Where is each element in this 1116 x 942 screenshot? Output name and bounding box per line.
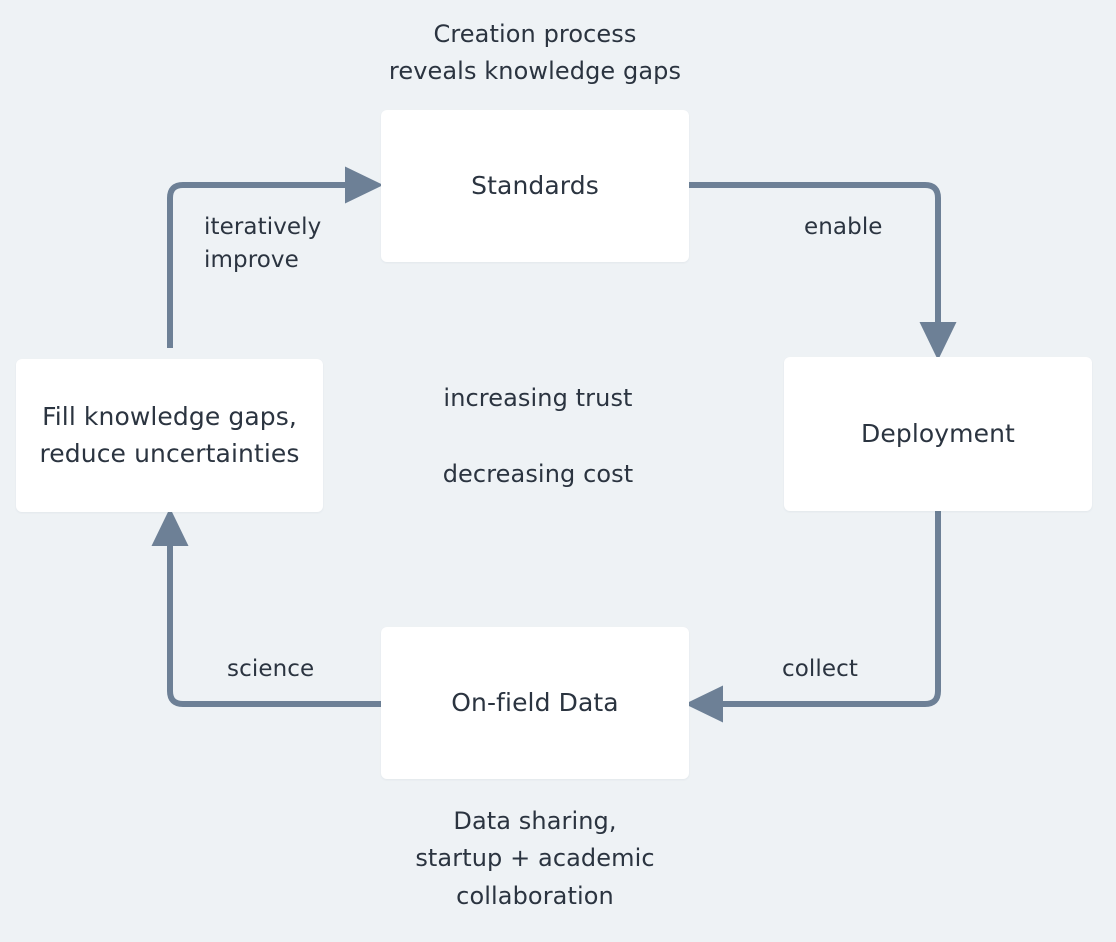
annotation-creation-process: Creation process reveals knowledge gaps <box>388 20 682 86</box>
edge-label-iteratively-improve: iteratively improve <box>204 214 322 273</box>
edge-label-science: science <box>227 656 315 682</box>
edge-path-standards-to-deployment <box>689 182 957 361</box>
edge-label-enable: enable <box>804 214 883 240</box>
edge-path-deployment-to-onfield <box>684 511 941 723</box>
node-deployment-label: Deployment <box>861 418 1015 448</box>
node-deployment[interactable]: Deployment <box>784 357 1092 511</box>
center-note-decreasing-cost: decreasing cost <box>442 460 634 488</box>
node-on-field-data[interactable]: On-field Data <box>381 627 689 779</box>
edge-path-fillgaps-to-standards <box>167 166 384 348</box>
node-on-field-data-label: On-field Data <box>451 687 619 717</box>
edge-path-onfield-to-fillgaps <box>151 507 381 707</box>
node-fill-knowledge-gaps-label: Fill knowledge gaps, reduce uncertaintie… <box>39 402 300 468</box>
node-standards[interactable]: Standards <box>381 110 689 262</box>
annotation-data-sharing: Data sharing, startup + academic collabo… <box>415 807 655 910</box>
edge-label-collect: collect <box>782 656 859 682</box>
node-fill-knowledge-gaps[interactable]: Fill knowledge gaps, reduce uncertaintie… <box>16 359 323 512</box>
node-standards-label: Standards <box>471 170 599 200</box>
center-note-increasing-trust: increasing trust <box>443 384 633 412</box>
